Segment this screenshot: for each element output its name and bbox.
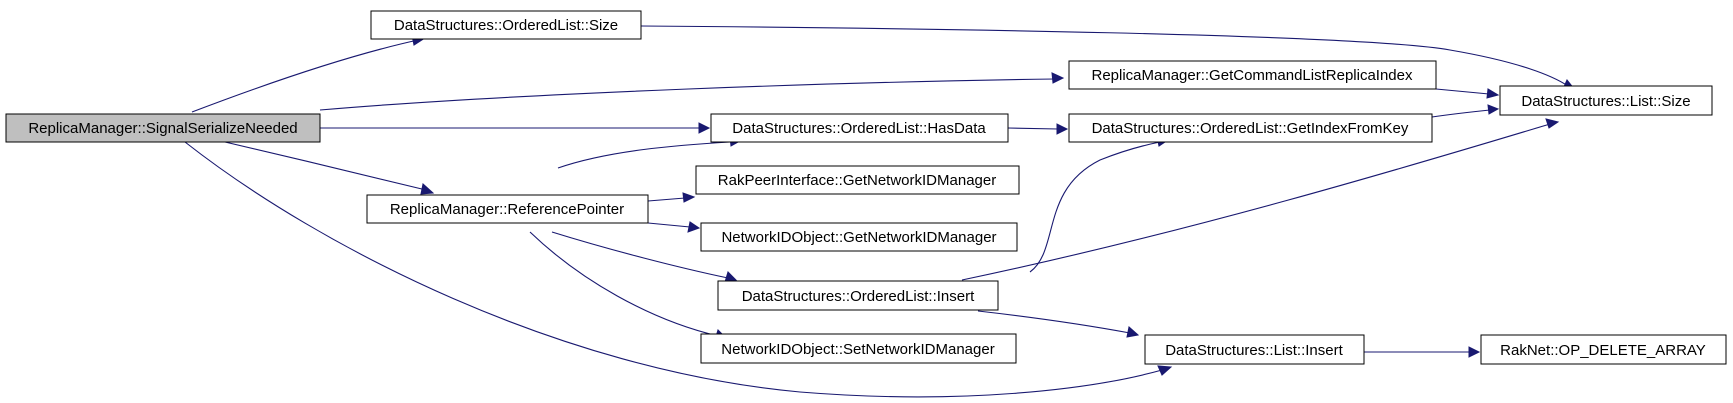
- node-label: DataStructures::OrderedList::Size: [394, 17, 618, 34]
- node-label: RakNet::OP_DELETE_ARRAY: [1500, 342, 1706, 359]
- node-label: ReplicaManager::SignalSerializeNeeded: [28, 120, 297, 137]
- node-label: DataStructures::List::Size: [1521, 93, 1690, 110]
- edge-list-insert-to-op-delete-array: [1364, 346, 1481, 358]
- node-label: DataStructures::OrderedList::HasData: [732, 120, 986, 137]
- nodes-layer: ReplicaManager::SignalSerializeNeeded Da…: [5, 10, 1727, 365]
- edge-referencepointer-to-setnetworkidmanager: [529, 231, 728, 341]
- node-label: DataStructures::OrderedList::Insert: [742, 288, 975, 305]
- node-label: ReplicaManager::ReferencePointer: [390, 201, 624, 218]
- edge-referencepointer-to-getnetworkidmanager-rakpeer: [647, 192, 696, 203]
- node-signalserializeneeded[interactable]: ReplicaManager::SignalSerializeNeeded: [5, 113, 321, 143]
- node-label: RakPeerInterface::GetNetworkIDManager: [718, 172, 996, 189]
- edge-referencepointer-to-getnetworkidmanager-networkidobject: [647, 221, 701, 233]
- node-label: DataStructures::OrderedList::GetIndexFro…: [1092, 120, 1409, 137]
- node-orderedlist-insert[interactable]: DataStructures::OrderedList::Insert: [717, 280, 999, 311]
- node-referencepointer[interactable]: ReplicaManager::ReferencePointer: [366, 194, 649, 224]
- edge-getcommandlistreplicaindex-to-list-size: [1435, 88, 1500, 99]
- edge-signalserializeneeded-to-getcommandlistreplicaindex: [319, 72, 1065, 111]
- node-label: NetworkIDObject::SetNetworkIDManager: [721, 341, 994, 358]
- node-networkidobject-setnetworkidmanager[interactable]: NetworkIDObject::SetNetworkIDManager: [700, 333, 1017, 364]
- node-networkidobject-getnetworkidmanager[interactable]: NetworkIDObject::GetNetworkIDManager: [700, 222, 1018, 252]
- edge-signalserializeneeded-to-list-insert: [184, 141, 1173, 398]
- node-raknet-op-delete-array[interactable]: RakNet::OP_DELETE_ARRAY: [1480, 334, 1727, 365]
- edges-layer: [184, 25, 1577, 398]
- node-label: DataStructures::List::Insert: [1165, 342, 1343, 359]
- node-orderedlist-getindexfromkey[interactable]: DataStructures::OrderedList::GetIndexFro…: [1068, 113, 1433, 143]
- edge-hasdata-to-getindexfromkey: [1007, 123, 1069, 135]
- node-list-size[interactable]: DataStructures::List::Size: [1499, 85, 1713, 116]
- node-list-insert[interactable]: DataStructures::List::Insert: [1144, 334, 1365, 365]
- edge-orderedlist-insert-to-list-size: [961, 118, 1560, 281]
- node-getcommandlistreplicaindex[interactable]: ReplicaManager::GetCommandListReplicaInd…: [1068, 60, 1437, 90]
- node-label: ReplicaManager::GetCommandListReplicaInd…: [1092, 67, 1413, 84]
- edge-signalserializeneeded-to-orderedlist-size: [191, 34, 427, 113]
- node-orderedlist-size[interactable]: DataStructures::OrderedList::Size: [370, 10, 642, 40]
- edge-orderedlist-insert-to-getindexfromkey: [1029, 136, 1170, 273]
- edge-orderedlist-insert-to-list-insert: [977, 310, 1140, 338]
- edge-signalserializeneeded-to-hasdata: [320, 122, 711, 134]
- edge-signalserializeneeded-to-referencepointer: [224, 141, 435, 195]
- edge-getindexfromkey-to-list-size: [1431, 104, 1500, 118]
- node-label: NetworkIDObject::GetNetworkIDManager: [721, 229, 996, 246]
- node-rakpeerinterface-getnetworkidmanager[interactable]: RakPeerInterface::GetNetworkIDManager: [695, 165, 1020, 195]
- node-orderedlist-hasdata[interactable]: DataStructures::OrderedList::HasData: [710, 113, 1009, 143]
